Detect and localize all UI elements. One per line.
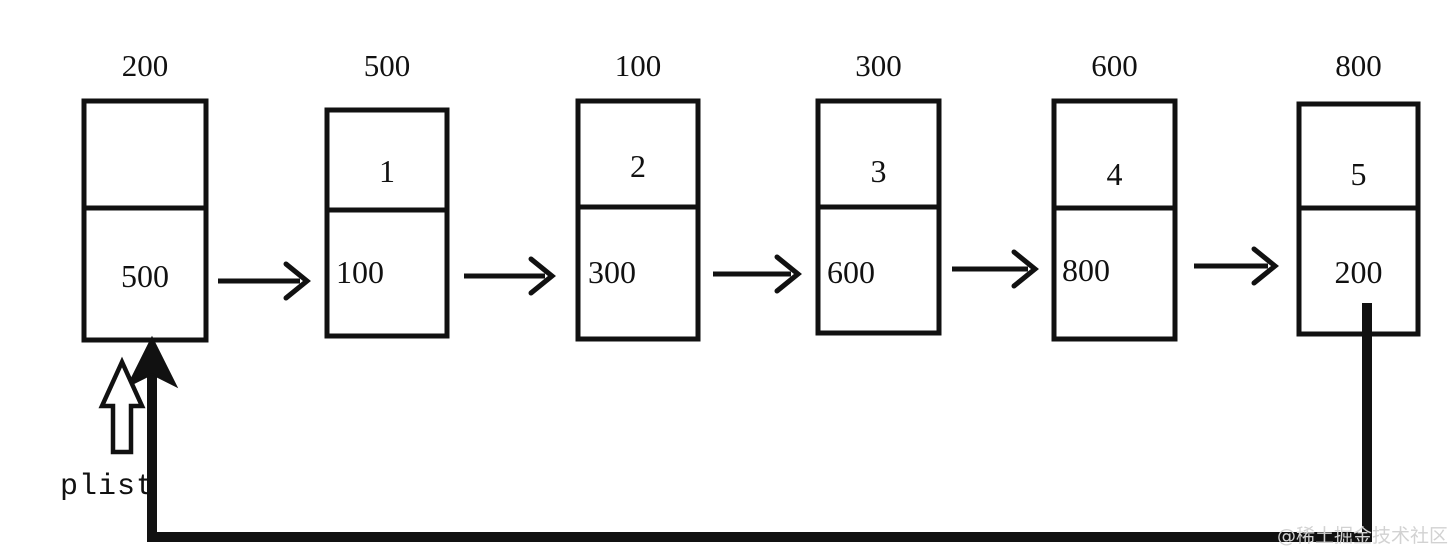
node-outline-200 xyxy=(81,98,209,343)
node-address-label-3: 300 xyxy=(855,48,902,83)
node-outline-500 xyxy=(324,107,450,339)
node-address-label-0: 200 xyxy=(121,48,169,83)
wrap-around-arrow-800-to-200 xyxy=(125,303,1372,542)
node-outline-300 xyxy=(815,98,942,336)
node-address-label-5: 800 xyxy=(1335,48,1382,83)
node-outline-800 xyxy=(1296,101,1421,337)
watermark-text: @稀土掘金技术社区 xyxy=(1276,525,1448,547)
node-data-value-2: 2 xyxy=(630,148,646,184)
node-next-value-1: 100 xyxy=(336,254,384,290)
next-arrow-600-to-800 xyxy=(1194,246,1279,286)
node-box-800[interactable] xyxy=(1296,101,1421,337)
node-box-300[interactable] xyxy=(815,98,942,336)
node-address-label-1: 500 xyxy=(363,48,411,83)
next-arrow-200-to-500 xyxy=(218,261,311,301)
node-data-value-3: 3 xyxy=(870,153,887,189)
plist-label: plist xyxy=(60,470,156,504)
node-address-label-4: 600 xyxy=(1091,48,1138,83)
node-next-value-2: 300 xyxy=(588,254,636,290)
node-data-value-1: 1 xyxy=(379,153,395,189)
node-data-value-4: 4 xyxy=(1106,156,1123,192)
node-box-200[interactable] xyxy=(81,98,209,343)
next-arrow-100-to-300 xyxy=(713,254,802,294)
node-outline-600 xyxy=(1051,98,1178,342)
node-outline-100 xyxy=(575,98,701,342)
node-next-value-4: 800 xyxy=(1062,252,1110,288)
node-data-value-5: 5 xyxy=(1350,156,1367,192)
next-arrow-500-to-100 xyxy=(464,256,556,296)
node-box-500[interactable] xyxy=(324,107,450,339)
plist-pointer-arrow xyxy=(98,356,146,455)
node-next-value-3: 600 xyxy=(827,254,875,290)
node-next-value-0: 500 xyxy=(121,258,169,294)
node-next-value-5: 200 xyxy=(1334,254,1383,290)
wrap-around-arrowhead xyxy=(125,335,179,389)
node-box-100[interactable] xyxy=(575,98,701,342)
node-box-600[interactable] xyxy=(1051,98,1178,342)
node-address-label-2: 100 xyxy=(614,48,662,83)
next-arrow-300-to-600 xyxy=(952,249,1039,289)
